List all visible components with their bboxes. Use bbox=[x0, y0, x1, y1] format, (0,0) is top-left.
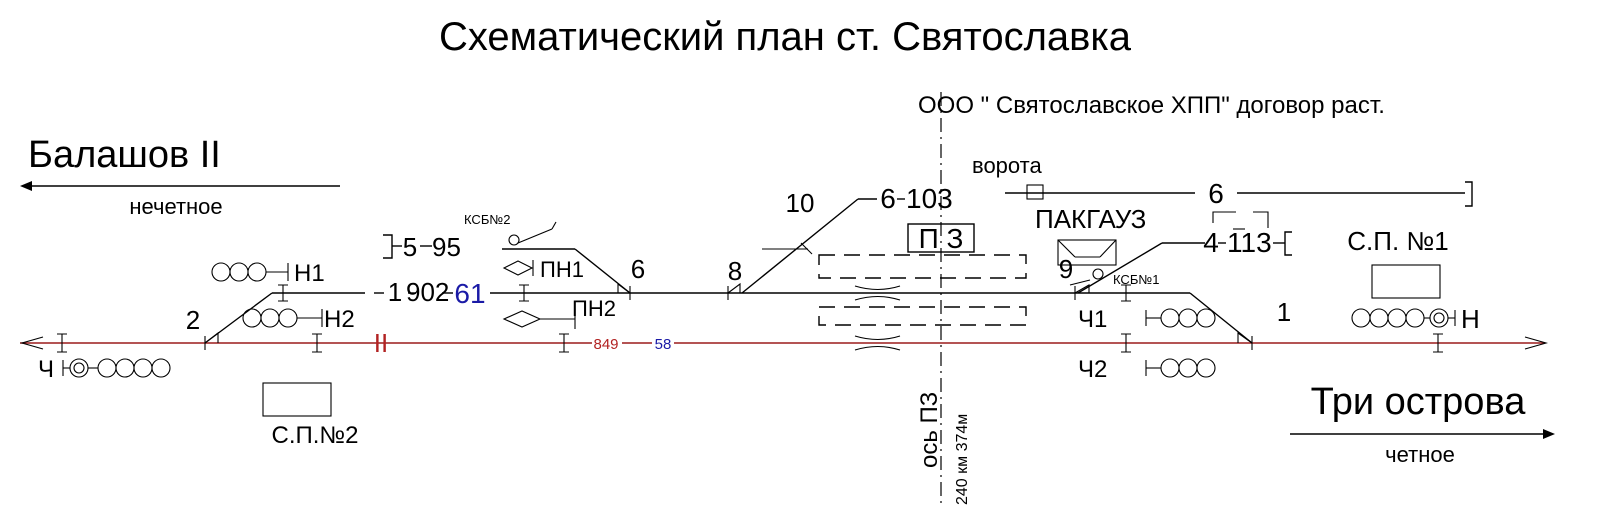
left-direction-label: нечетное bbox=[129, 194, 222, 219]
ksb1-label: КСБ№1 bbox=[1113, 272, 1160, 287]
crossing-lower bbox=[854, 335, 901, 351]
track6-number: 6 bbox=[880, 183, 896, 214]
crossing-upper bbox=[854, 285, 901, 301]
left-station-name: Балашов II bbox=[28, 134, 221, 176]
enterprise-label: ООО " Святославское ХПП" договор раст. bbox=[918, 92, 1385, 119]
main-track-label: II bbox=[374, 328, 388, 358]
main-track-length: 849 bbox=[593, 336, 618, 353]
signal-n2[interactable] bbox=[242, 308, 323, 328]
switch-2[interactable]: 2 bbox=[186, 305, 200, 335]
track5-number: 5 bbox=[403, 232, 417, 262]
track6-far-number: 6 bbox=[1208, 178, 1224, 209]
right-arrow-icon bbox=[1543, 429, 1555, 439]
signal-post-1-label: С.П. №1 bbox=[1347, 226, 1449, 256]
signal-n1[interactable] bbox=[211, 262, 289, 282]
main-track-useful-length: 58 bbox=[655, 336, 672, 353]
signal-post-2-label: С.П.№2 bbox=[271, 422, 358, 449]
axis-label: ось ПЗ bbox=[916, 392, 943, 468]
platform-upper bbox=[818, 254, 1027, 279]
platform-lower bbox=[818, 306, 1027, 326]
signal-ch-label: Ч bbox=[38, 356, 54, 383]
track4-length: 113 bbox=[1227, 227, 1272, 258]
track1-length: 902 bbox=[406, 277, 449, 307]
gate-label: ворота bbox=[972, 153, 1042, 178]
switch-marks bbox=[204, 282, 1253, 350]
switch-6[interactable]: 6 bbox=[631, 254, 645, 284]
signal-ch1-label: Ч1 bbox=[1078, 306, 1107, 333]
signal-post-2[interactable] bbox=[262, 382, 332, 417]
switch-9[interactable]: 9 bbox=[1059, 254, 1073, 284]
signal-ch2-label: Ч2 bbox=[1078, 356, 1107, 383]
track6-length: 103 bbox=[906, 183, 953, 214]
right-station-name: Три острова bbox=[1311, 381, 1527, 423]
signal-n1-label: Н1 bbox=[294, 260, 325, 287]
left-arrow-icon bbox=[20, 181, 32, 191]
gate-icon bbox=[1026, 184, 1044, 200]
signal-post-1[interactable] bbox=[1371, 264, 1441, 299]
signal-ch1[interactable] bbox=[1145, 308, 1216, 328]
right-direction-label: четное bbox=[1385, 442, 1455, 467]
track5-length: 95 bbox=[432, 232, 461, 262]
signal-n2-label: Н2 bbox=[324, 306, 355, 333]
signal-n-label: Н bbox=[1461, 304, 1480, 334]
switch-1[interactable]: 1 bbox=[1277, 297, 1291, 327]
main-track-ii[interactable] bbox=[19, 336, 1549, 350]
signal-pn2[interactable] bbox=[502, 309, 576, 329]
track-6-103[interactable] bbox=[741, 198, 905, 294]
track1-useful-length: 61 bbox=[454, 278, 485, 309]
signal-pn1-label: ПН1 bbox=[540, 257, 584, 282]
signal-pn2-label: ПН2 bbox=[572, 296, 616, 321]
signal-pn1[interactable] bbox=[502, 260, 534, 276]
page-title: Схематический план ст. Святославка bbox=[439, 15, 1132, 59]
signal-n[interactable] bbox=[1351, 308, 1456, 328]
insulating-joints bbox=[57, 284, 1443, 353]
track4-number: 4 bbox=[1203, 227, 1219, 258]
warehouse-label: ПАКГАУЗ bbox=[1035, 204, 1146, 234]
signal-ch2[interactable] bbox=[1145, 358, 1216, 378]
switch-10[interactable]: 10 bbox=[786, 188, 815, 218]
switch-8[interactable]: 8 bbox=[728, 256, 742, 286]
warehouse-icon[interactable] bbox=[1057, 239, 1117, 266]
track-4-113[interactable] bbox=[1077, 211, 1292, 294]
axis-km-label: 240 км 374м bbox=[954, 414, 971, 505]
derail-ksb1[interactable] bbox=[1069, 268, 1104, 286]
derail-ksb2[interactable] bbox=[508, 221, 557, 246]
ksb2-label: КСБ№2 bbox=[464, 212, 511, 227]
signal-ch[interactable] bbox=[62, 358, 171, 378]
track1-number: 1 bbox=[388, 277, 402, 307]
track-6-gate[interactable] bbox=[1005, 181, 1473, 207]
